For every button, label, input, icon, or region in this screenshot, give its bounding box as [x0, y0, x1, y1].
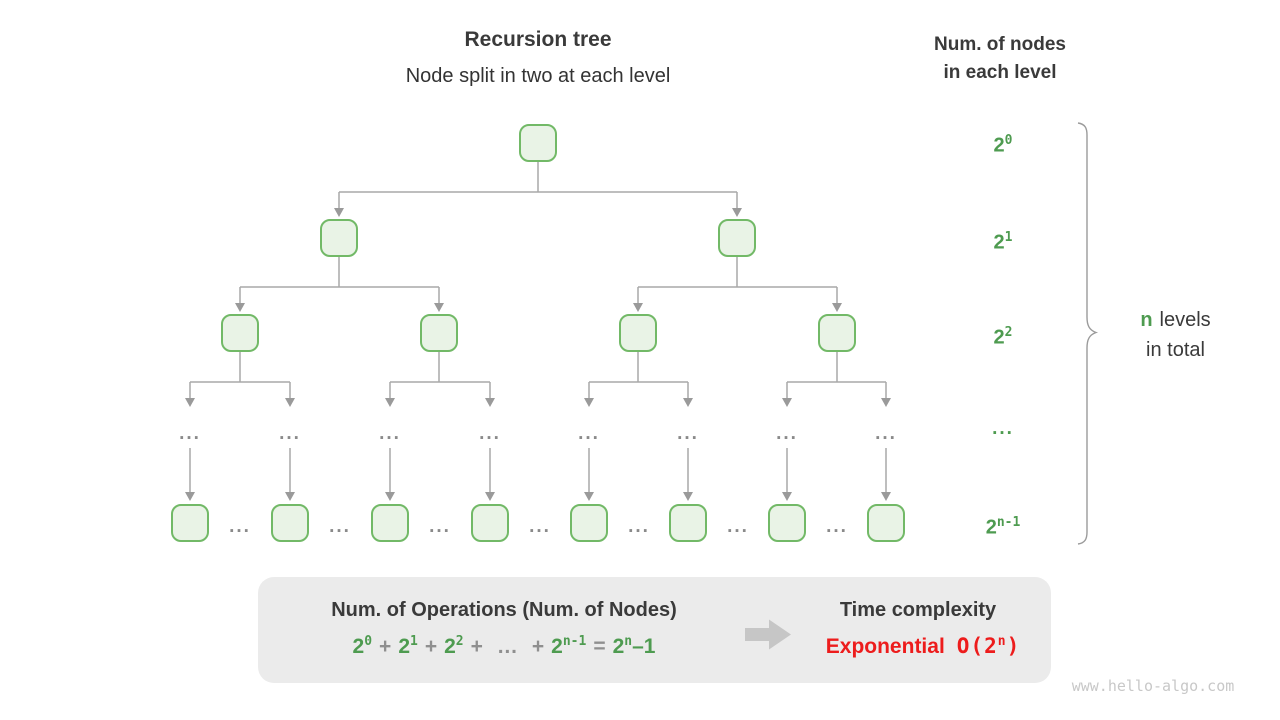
tree-dots-l4-3: ... [529, 516, 551, 537]
operations-title: Num. of Operations (Num. of Nodes) [331, 599, 677, 621]
plus-sign: + [424, 635, 438, 658]
plus-sign: + [531, 635, 545, 658]
tree-node-l1-1 [718, 219, 756, 257]
connector-arrowheads [185, 208, 891, 501]
levels-brace [1077, 122, 1099, 545]
diagram-subtitle: Node split in two at each level [405, 65, 671, 87]
tree-node-l4-3 [471, 504, 509, 542]
formula-term-0: 20 [352, 634, 373, 658]
tree-node-l4-6 [768, 504, 806, 542]
tree-dots-l3-4: ... [578, 423, 600, 444]
tree-dots-l4-4: ... [628, 516, 650, 537]
tree-node-l1-0 [320, 219, 358, 257]
tree-node-l2-1 [420, 314, 458, 352]
formula-term-1: 21 [398, 634, 418, 658]
tree-dots-l3-0: ... [179, 423, 201, 444]
level-count-0: 20 [993, 133, 1013, 157]
tree-node-l4-5 [669, 504, 707, 542]
tree-node-l4-7 [867, 504, 905, 542]
tree-node-l2-0 [221, 314, 259, 352]
plus-sign: + [379, 635, 392, 658]
tree-dots-l3-2: ... [379, 423, 401, 444]
tree-node-l4-4 [570, 504, 608, 542]
tree-dots-l4-0: ... [229, 516, 251, 537]
level-count-2: 22 [993, 325, 1013, 349]
formula-term-2: 22 [444, 634, 464, 658]
tree-node-l2-3 [818, 314, 856, 352]
tree-node-l0-0 [519, 124, 557, 162]
tree-dots-l4-2: ... [429, 516, 451, 537]
tree-dots-l3-5: ... [677, 423, 699, 444]
formula-term-3: 2n-1 [551, 634, 587, 658]
tree-dots-l3-3: ... [479, 423, 501, 444]
level-count-4: 2n-1 [985, 515, 1021, 539]
tree-dots-l3-6: ... [776, 423, 798, 444]
watermark: www.hello-algo.com [1071, 677, 1235, 695]
complexity-result: Exponential O(2n) [768, 634, 1078, 659]
tree-dots-l4-5: ... [727, 516, 749, 537]
complexity-label: Exponential [825, 635, 945, 658]
tree-node-l4-2 [371, 504, 409, 542]
summary-box: Num. of Operations (Num. of Nodes) 20 +21… [258, 577, 1051, 683]
formula-result: 2n–1 [612, 634, 656, 658]
time-complexity-title: Time complexity [839, 599, 997, 621]
tree-dots-l3-1: ... [279, 423, 301, 444]
operations-formula: 20 +21 +22 + … +2n-1 = 2n–1 [288, 634, 720, 659]
tree-dots-l3-7: ... [875, 423, 897, 444]
tree-dots-l4-6: ... [826, 516, 848, 537]
tree-dots-l4-1: ... [329, 516, 351, 537]
plus-sign: + [470, 635, 483, 658]
equals-sign: = [593, 635, 606, 658]
tree-node-l2-2 [619, 314, 657, 352]
level-count-1: 21 [993, 230, 1013, 254]
diagram-title: Recursion tree [464, 28, 612, 51]
big-o-notation: O(2n) [956, 634, 1021, 658]
n-variable: n [1140, 309, 1153, 331]
tree-node-l4-0 [171, 504, 209, 542]
tree-node-l4-1 [271, 504, 309, 542]
levels-column-title: Num. of nodes in each level [934, 34, 1066, 83]
level-count-dots: ... [992, 418, 1014, 439]
ellipsis: … [496, 635, 518, 658]
